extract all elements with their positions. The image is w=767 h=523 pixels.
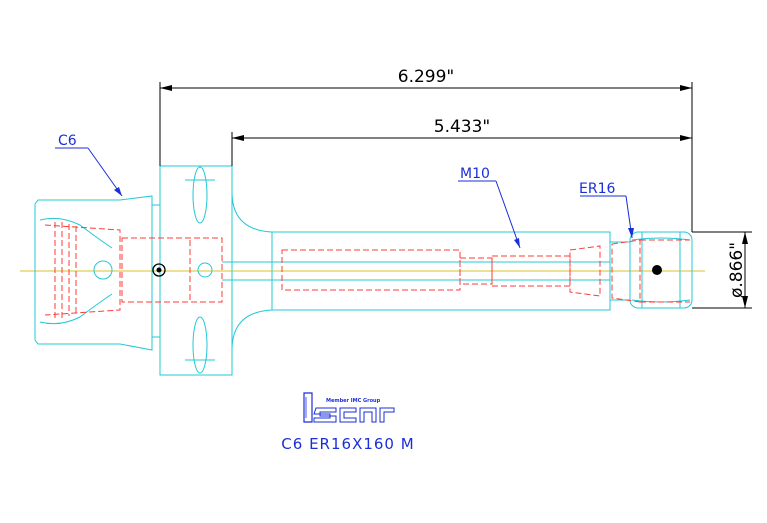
logo-tagline: Member IMC Group (326, 398, 381, 404)
shank-outline (34, 195, 160, 351)
model-code: C6 ER16X160 M (281, 435, 414, 453)
diameter-dimension (692, 231, 752, 309)
callout-thread-label: M10 (460, 166, 490, 182)
flange-outline (159, 165, 233, 376)
internal-hidden-lines (44, 222, 690, 318)
drawing-sheet (0, 58, 767, 468)
body-outline (222, 166, 630, 375)
projection-length-dimension (231, 132, 692, 166)
overall-length-dimension (159, 82, 693, 232)
callout-collet-label: ER16 (579, 181, 615, 197)
reference-circle (152, 263, 166, 277)
collet-nut-outline (629, 231, 693, 309)
projection-length-label: 5.433" (434, 117, 491, 137)
diameter-label: ø.866" (727, 242, 747, 298)
callout-shank (55, 147, 123, 197)
iscar-logo: Member IMC Group (303, 392, 395, 423)
callout-collet (580, 195, 634, 239)
collet-center-mark (652, 265, 662, 275)
reference-circle-center (156, 267, 162, 273)
callout-thread (458, 180, 521, 249)
callout-shank-label: C6 (58, 133, 77, 149)
overall-length-label: 6.299" (398, 67, 455, 87)
